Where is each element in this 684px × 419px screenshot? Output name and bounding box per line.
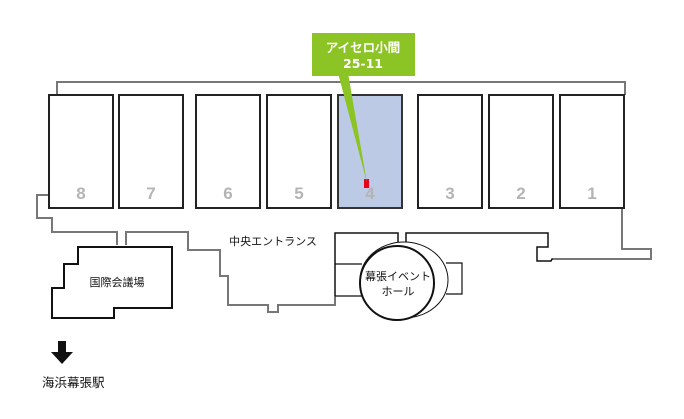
hall-5[interactable] <box>266 94 332 209</box>
hall-number: 8 <box>76 184 85 203</box>
hall-number: 5 <box>294 184 303 203</box>
exhibition-halls: 8 7 6 5 4 3 2 1 <box>48 94 625 209</box>
hall-2[interactable] <box>488 94 554 209</box>
hall-4[interactable] <box>337 94 403 209</box>
central-entrance-outline <box>125 231 336 313</box>
hall-3[interactable] <box>417 94 483 209</box>
corridor-outline-right <box>405 208 652 262</box>
hall-number: 2 <box>516 184 525 203</box>
booth-marker[interactable] <box>364 179 369 188</box>
down-arrow-icon <box>51 341 73 364</box>
callout-booth-name: アイセロ小間 <box>326 40 400 55</box>
hall-number: 6 <box>223 184 232 203</box>
hall-7[interactable] <box>118 94 184 209</box>
event-hall-dome <box>359 245 435 321</box>
event-hall-wing-right <box>446 262 463 295</box>
corridor-outline-left <box>36 194 118 245</box>
hall-6[interactable] <box>195 94 261 209</box>
hall-1[interactable] <box>559 94 625 209</box>
callout-box <box>312 33 415 76</box>
hall-number: 4 <box>365 184 375 203</box>
hall-number: 3 <box>445 184 454 203</box>
event-hall-label-line1: 幕張イベント <box>365 269 431 283</box>
hall-8[interactable] <box>48 94 114 209</box>
event-hall-label-line2: ホール <box>382 285 415 298</box>
central-entrance-label: 中央エントランス <box>229 235 317 248</box>
corridor-outline-right-gray <box>553 208 652 260</box>
hall-number: 7 <box>146 184 155 203</box>
callout-pointer <box>338 73 367 183</box>
callout-booth-number: 25-11 <box>343 56 383 71</box>
convention-hall-label: 国際会議場 <box>90 275 145 289</box>
station-label: 海浜幕張駅 <box>42 375 105 390</box>
convention-hall-building <box>51 246 173 319</box>
hall-number: 1 <box>587 184 596 203</box>
